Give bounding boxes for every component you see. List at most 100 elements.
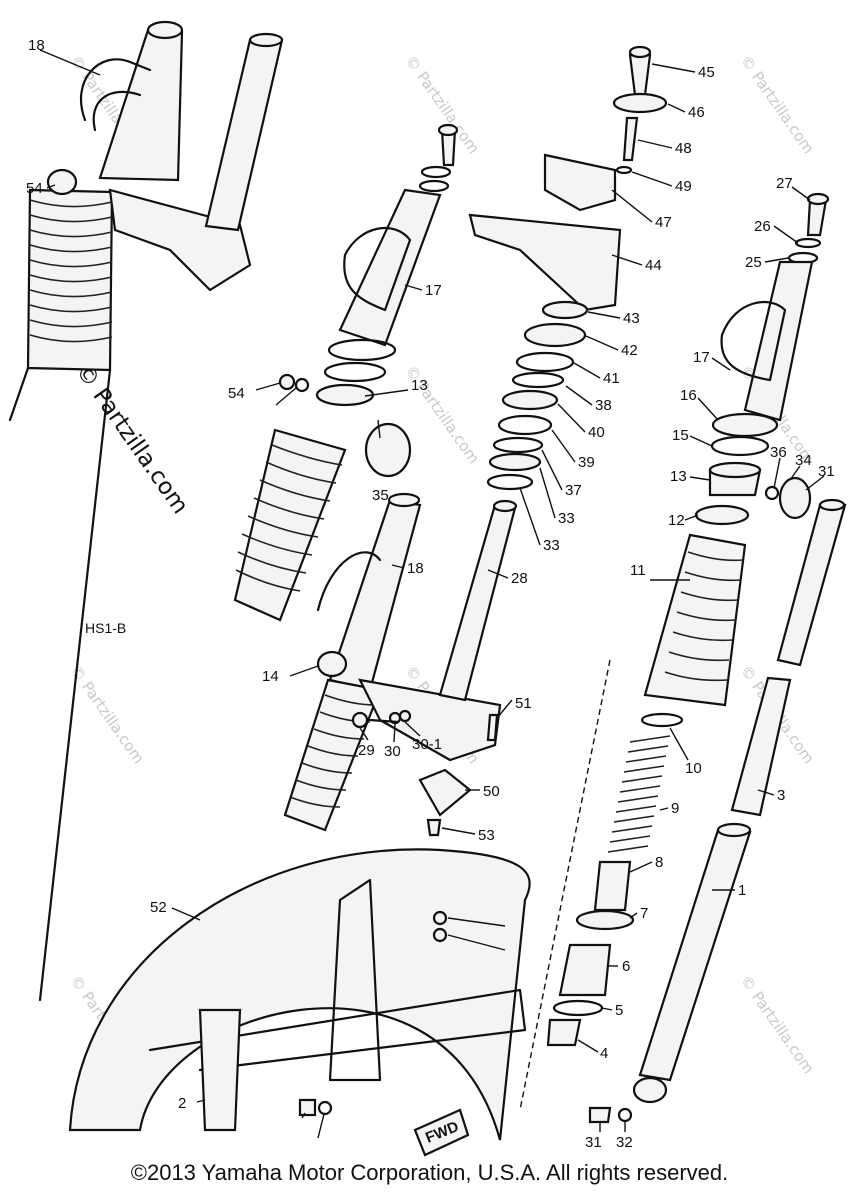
clip-5: [552, 999, 604, 1017]
front-fender-47: FWD: [68, 848, 531, 1157]
callout-labels: 18 54 45 46 48 49 47 44 43 42 41 38 40 3…: [26, 37, 835, 1151]
dashed-axis: [519, 659, 611, 1111]
stem-top: [492, 499, 518, 513]
handle-crown-39: [468, 213, 622, 312]
cap-4: [546, 1018, 582, 1047]
callout-3: 3: [777, 787, 785, 804]
center-fork-assembly: [233, 123, 518, 837]
oil-seal-6: [558, 943, 612, 997]
callout-18: 18: [28, 37, 45, 54]
callout-24: 30: [384, 743, 401, 760]
cable-clamp-45: [418, 768, 472, 817]
callout-50: 53: [478, 827, 495, 844]
handle-crown-column: [468, 45, 668, 491]
washer-44: [615, 165, 633, 175]
cap: [387, 492, 421, 508]
callout-43: 48: [675, 140, 692, 157]
bolt-40: [628, 53, 652, 97]
callout-8: 8: [655, 854, 663, 871]
callout-26: 31: [585, 1134, 602, 1151]
ring-15: [710, 435, 770, 457]
headlight-bracket: [79, 58, 152, 122]
bolt-shank: [368, 718, 400, 724]
callout-42: 47: [655, 214, 672, 231]
callout-2: 2: [178, 1095, 186, 1112]
leader-lines: [39, 49, 825, 1139]
fork-spring-9: [607, 735, 671, 853]
callout-6: 6: [622, 958, 630, 975]
bolt-head: [628, 45, 652, 59]
ring: [323, 361, 387, 383]
cover-ear: [343, 226, 412, 312]
callout-17: 17: [425, 282, 442, 299]
callout-19: 25: [745, 254, 762, 271]
rubber-gaiter-11: [643, 533, 747, 707]
steel-balls-33: [511, 371, 565, 389]
callout-9: 9: [671, 800, 679, 817]
washer-41: [612, 92, 668, 114]
handle-holder-42: [543, 153, 617, 212]
bolt-26: [588, 1106, 612, 1124]
bolt-48: [298, 1098, 317, 1117]
callout-13: 13: [670, 468, 687, 485]
callout-28: 33: [558, 510, 575, 527]
callout-40: 45: [698, 64, 715, 81]
washer-54: [294, 377, 310, 393]
watermark-text-large: © Partzilla.com: [70, 359, 193, 519]
callout-14: 14: [262, 668, 279, 685]
callout-32: 36: [770, 444, 787, 461]
headlight-bracket: [92, 90, 142, 132]
steering-stem: [204, 38, 284, 232]
steel-balls-33: [492, 436, 544, 454]
callout-30: 31: [818, 463, 835, 480]
callout-1: 1: [738, 882, 746, 899]
washer-49: [317, 1100, 333, 1116]
watermark-text: © Partzilla.com: [737, 52, 818, 157]
inner-tube-3: [730, 676, 792, 817]
callout-15: 15: [672, 427, 689, 444]
nut-38: [541, 300, 589, 320]
tube-mouth: [716, 822, 752, 838]
callout-33: 38: [595, 397, 612, 414]
callout-33: 37: [565, 482, 582, 499]
callout-11: 11: [630, 562, 646, 579]
outer-tube-line: [38, 368, 112, 1002]
callout-34: 39: [578, 454, 595, 471]
outer-tube-line: [8, 366, 30, 422]
callout-53: 54: [228, 385, 245, 402]
fork-cover-17: [338, 188, 442, 347]
steering-stem-22: [438, 503, 517, 702]
reflector-30-1: [364, 422, 412, 478]
callout-31: 34: [795, 452, 812, 469]
top-left-fork-assembly: [8, 20, 284, 1002]
callout-30-1: 35: [372, 487, 389, 504]
piston-8: [593, 860, 632, 912]
cap-bolt: [146, 20, 184, 40]
fwd-plate: [413, 1108, 470, 1157]
callout-4: 4: [600, 1045, 608, 1062]
reflector: [46, 168, 78, 196]
headlight-bracket: [316, 551, 382, 612]
inner-tube: [776, 503, 847, 667]
callout-41: 46: [688, 104, 705, 121]
callout-37: 42: [621, 342, 638, 359]
watermark-text: © Partzilla.com: [737, 972, 818, 1077]
seal-7: [575, 909, 635, 931]
axle-holder: [632, 1076, 668, 1104]
cover-ear: [720, 301, 787, 382]
ball-race-34: [497, 414, 553, 436]
seal-12: [694, 504, 750, 526]
callout-54: 54: [26, 180, 43, 197]
washer-20: [794, 237, 822, 249]
seal-29: [486, 473, 534, 491]
washer-27: [617, 1107, 633, 1123]
ball-race-36: [515, 351, 575, 373]
collar-13: [315, 383, 375, 407]
ring-16: [711, 412, 779, 438]
fender-shell: [68, 848, 531, 1141]
reflector-30: [778, 476, 812, 520]
fork-leg-2: [198, 1008, 242, 1132]
tube-top: [818, 498, 846, 512]
